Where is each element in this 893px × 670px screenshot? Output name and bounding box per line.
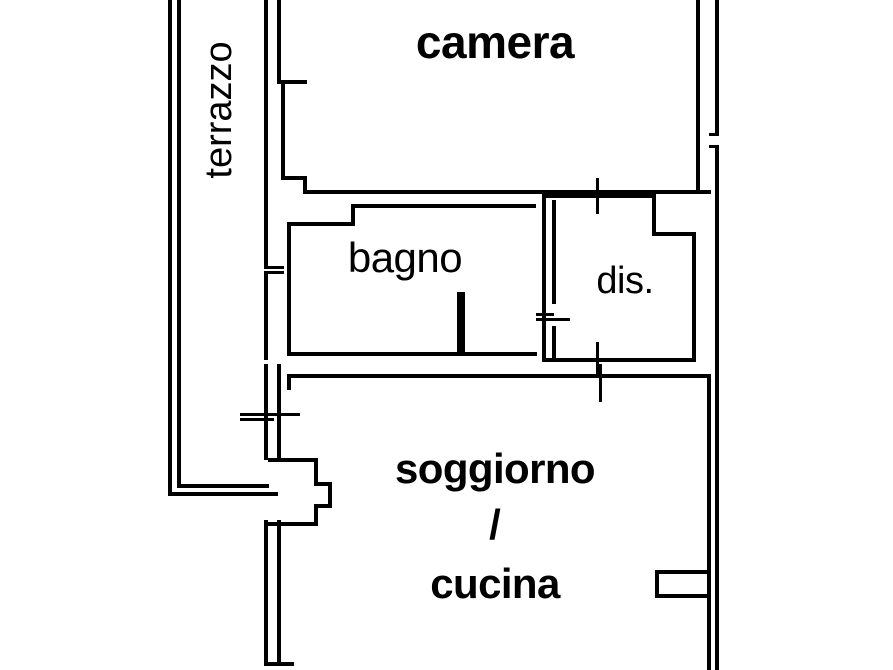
room-label-bagno: bagno: [347, 234, 463, 281]
terrazzo-door-ticks: [264, 266, 284, 274]
exterior-right-wall: [709, 0, 719, 670]
room-label-soggiorno: soggiorno: [395, 445, 596, 492]
room-label-dis: dis.: [596, 260, 654, 302]
room-label-separator: /: [489, 501, 501, 548]
terrazzo-outer-wall: [168, 0, 278, 496]
room-label-terrazzo: terrazzo: [198, 41, 241, 179]
entry-door-pilaster: [268, 458, 332, 526]
bagno-dis-partition: [536, 194, 570, 362]
room-label-camera: camera: [415, 16, 575, 68]
central-party-wall: [264, 0, 294, 666]
soggiorno-cucina-walls: [240, 364, 711, 670]
bagno-room-walls: [287, 204, 537, 356]
dis-room-walls: [546, 178, 696, 378]
room-label-cucina: cucina: [430, 560, 560, 607]
camera-room-walls: [277, 0, 711, 194]
